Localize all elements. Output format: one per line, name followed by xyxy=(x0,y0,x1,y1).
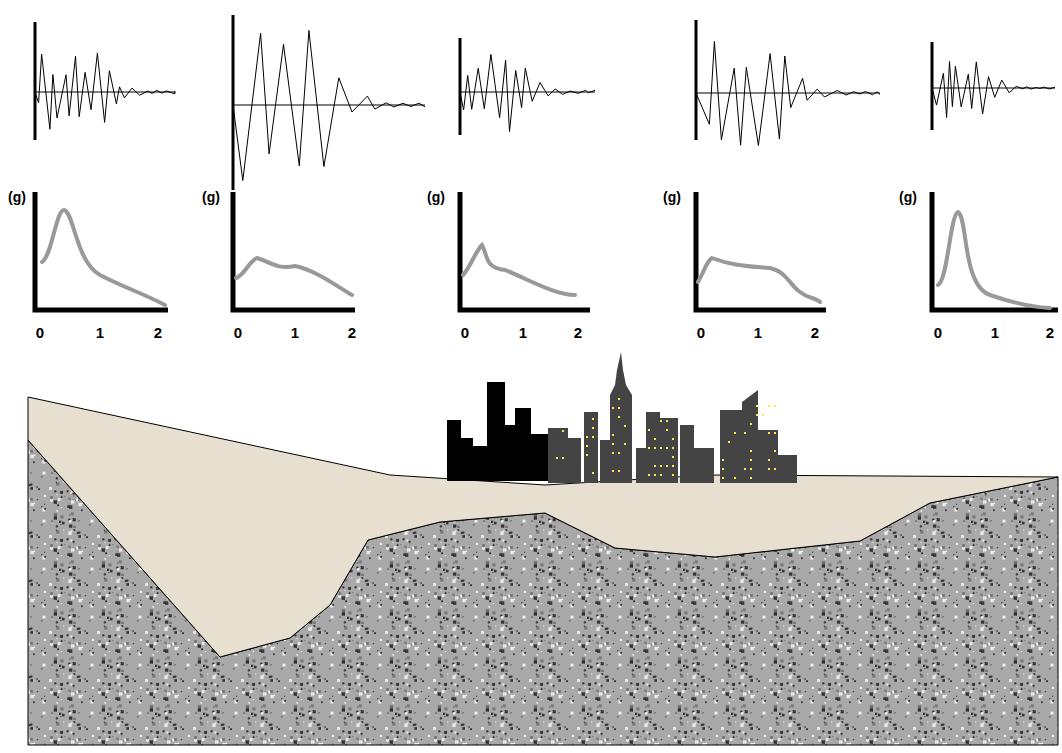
axis-tick-label: 1 xyxy=(519,325,527,340)
spectrum-axes xyxy=(35,192,1058,310)
axis-unit-label: (g) xyxy=(427,190,445,204)
seismogram-axes xyxy=(35,15,932,190)
seismogram-traces xyxy=(35,31,1055,181)
city-skyline xyxy=(447,352,797,483)
sediment-layer xyxy=(28,397,1058,657)
axis-unit-label: (g) xyxy=(202,190,220,204)
response-spectra xyxy=(42,210,1050,308)
axis-tick-label: 2 xyxy=(574,325,582,340)
axis-tick-label: 0 xyxy=(697,325,705,340)
axis-unit-label: (g) xyxy=(899,190,917,204)
axis-tick-label: 1 xyxy=(96,325,104,340)
axis-tick-label: 1 xyxy=(991,325,999,340)
axis-tick-label: 2 xyxy=(154,325,162,340)
axis-tick-label: 0 xyxy=(234,325,242,340)
axis-unit-label: (g) xyxy=(8,190,26,204)
axis-tick-label: 0 xyxy=(36,325,44,340)
axis-unit-label: (g) xyxy=(663,190,681,204)
axis-tick-label: 0 xyxy=(934,325,942,340)
axis-tick-label: 2 xyxy=(811,325,819,340)
axis-tick-label: 2 xyxy=(348,325,356,340)
axis-tick-label: 0 xyxy=(461,325,469,340)
axis-tick-label: 1 xyxy=(754,325,762,340)
axis-tick-label: 1 xyxy=(291,325,299,340)
axis-tick-label: 2 xyxy=(1046,325,1054,340)
